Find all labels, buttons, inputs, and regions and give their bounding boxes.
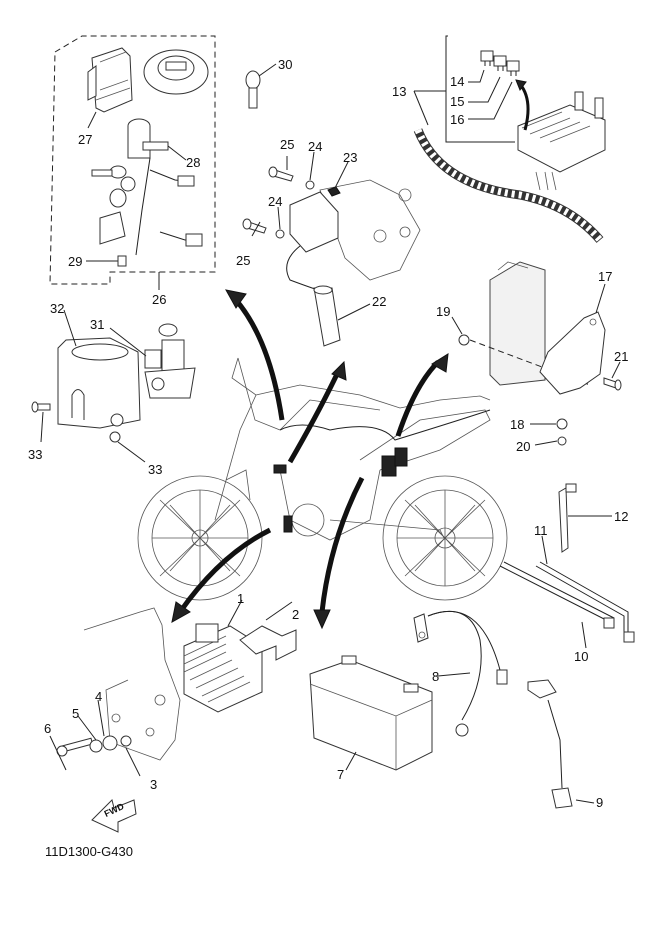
callout-10: 10 bbox=[574, 649, 589, 664]
part-7-battery bbox=[309, 655, 433, 771]
part-25-bolts bbox=[242, 166, 294, 234]
part-10-11-cable-ties bbox=[499, 561, 635, 643]
part-22-coil-cap bbox=[313, 285, 341, 347]
callout-29: 29 bbox=[68, 254, 83, 269]
callout-6: 6 bbox=[44, 721, 52, 736]
part-18-nut bbox=[556, 418, 568, 430]
callout-20: 20 bbox=[516, 439, 531, 454]
callout-5: 5 bbox=[72, 706, 80, 721]
fwd-direction-marker bbox=[91, 799, 137, 833]
part-9-positive-lead bbox=[527, 679, 573, 809]
kit-group-outline bbox=[49, 35, 216, 285]
part-8-negative-lead bbox=[413, 611, 508, 737]
keys-illustration bbox=[91, 165, 136, 245]
part-13-wire-harness bbox=[413, 128, 604, 243]
callout-7: 7 bbox=[337, 767, 345, 782]
callout-17: 17 bbox=[598, 269, 613, 284]
part-31-immobilizer-switch bbox=[144, 323, 196, 399]
callout-24a: 24 bbox=[308, 139, 323, 154]
motorcycle-illustration bbox=[137, 357, 508, 601]
reference-code: 11D1300-G430 bbox=[45, 844, 133, 859]
callout-4: 4 bbox=[95, 689, 103, 704]
callout-24b: 24 bbox=[268, 194, 283, 209]
part-23-ignition-coil bbox=[286, 179, 421, 291]
part-20-washer bbox=[557, 436, 567, 446]
callout-33a: 33 bbox=[28, 447, 43, 462]
part-2-bracket bbox=[239, 625, 297, 661]
callout-32: 32 bbox=[50, 301, 65, 316]
part-ecu bbox=[489, 261, 546, 386]
part-24-washer bbox=[305, 180, 315, 190]
callout-18: 18 bbox=[510, 417, 525, 432]
part-28-main-switch bbox=[127, 118, 203, 256]
callout-26: 26 bbox=[152, 292, 167, 307]
callout-13: 13 bbox=[392, 84, 407, 99]
callout-8: 8 bbox=[432, 669, 440, 684]
part-12-band bbox=[558, 483, 577, 553]
part-14-16-fuses bbox=[480, 50, 520, 76]
part-1-rectifier-regulator bbox=[183, 623, 263, 713]
parts-3-6-fasteners bbox=[56, 735, 132, 757]
callout-2: 2 bbox=[292, 607, 300, 622]
callout-31: 31 bbox=[90, 317, 105, 332]
part-17-ecu-bracket bbox=[539, 311, 606, 395]
callout-27: 27 bbox=[78, 132, 93, 147]
callout-15: 15 bbox=[450, 94, 465, 109]
part-30-key bbox=[245, 70, 261, 109]
part-33-screws bbox=[31, 401, 121, 443]
part-27-module bbox=[87, 47, 133, 113]
callout-3: 3 bbox=[150, 777, 158, 792]
part-24-washer bbox=[275, 229, 285, 239]
part-19-grommet bbox=[458, 334, 470, 346]
callout-25a: 25 bbox=[280, 137, 295, 152]
callout-12: 12 bbox=[614, 509, 629, 524]
callout-1: 1 bbox=[237, 591, 245, 606]
callout-11: 11 bbox=[534, 523, 548, 538]
location-arrows bbox=[171, 289, 449, 630]
callout-22: 22 bbox=[372, 294, 387, 309]
callout-23: 23 bbox=[343, 150, 358, 165]
part-fuse-box bbox=[517, 91, 606, 191]
part-21-bolt bbox=[603, 377, 617, 389]
callout-14: 14 bbox=[450, 74, 465, 89]
callout-19: 19 bbox=[436, 304, 451, 319]
part-lock-ring bbox=[143, 49, 209, 95]
callout-9: 9 bbox=[596, 795, 604, 810]
mounting-bracket bbox=[83, 607, 181, 761]
callout-28: 28 bbox=[186, 155, 201, 170]
callout-16: 16 bbox=[450, 112, 465, 127]
callout-33b: 33 bbox=[148, 462, 163, 477]
callout-30: 30 bbox=[278, 57, 293, 72]
part-32-switch-cover bbox=[57, 337, 141, 429]
callout-21: 21 bbox=[614, 349, 629, 364]
callout-25b: 25 bbox=[236, 253, 251, 268]
